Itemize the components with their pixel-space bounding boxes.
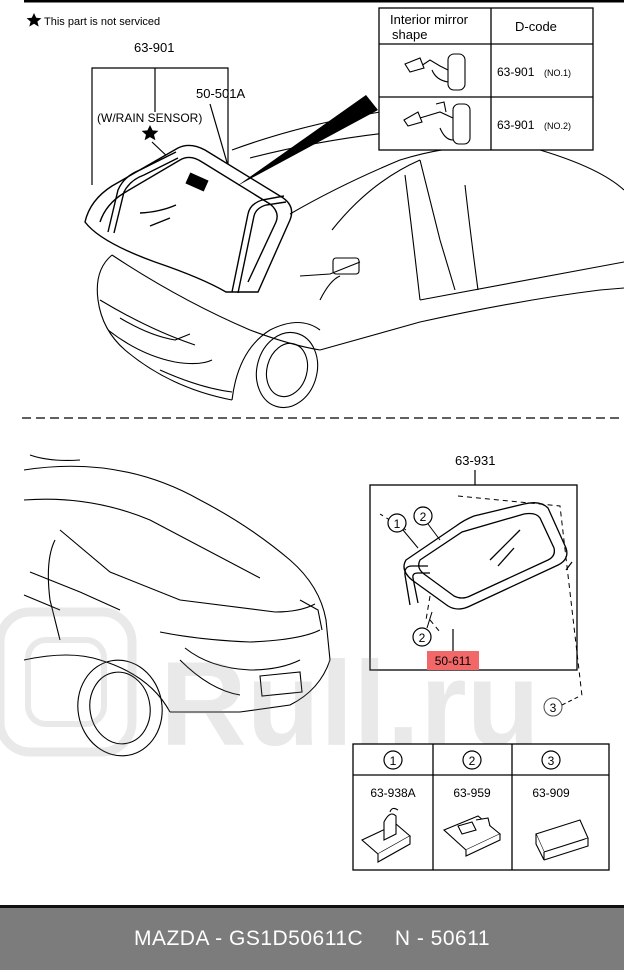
rain-sensor-label: (W/RAIN SENSOR) — [97, 111, 202, 125]
callout-1[interactable]: 1 — [387, 513, 407, 533]
part-highlighted-label[interactable]: 50-611 — [435, 654, 472, 668]
part-windshield-label[interactable]: 63-901 — [134, 40, 174, 55]
footer-bar: MAZDA - GS1D50611C N - 50611 — [0, 905, 624, 970]
table-header-dcode: D-code — [515, 19, 557, 34]
rain-sensor-star-icon — [141, 125, 159, 141]
highlight-badge[interactable] — [427, 651, 479, 670]
svg-text:2: 2 — [419, 631, 426, 645]
mirror-1-drawing[interactable] — [404, 53, 466, 91]
callout-1-leader — [402, 529, 419, 549]
callout-2-bottom[interactable]: 2 — [412, 627, 432, 647]
table-header-shape-1: Interior mirror — [390, 12, 469, 27]
legend-2-code[interactable]: 63-959 — [453, 786, 491, 800]
legend-1-code[interactable]: 63-938A — [370, 786, 415, 800]
svg-text:1: 1 — [394, 517, 401, 531]
rear-clip-mark — [565, 561, 573, 571]
mirror-row-1-code[interactable]: 63-901 — [497, 65, 535, 79]
star-icon — [26, 13, 42, 27]
rear-molding[interactable] — [404, 565, 430, 606]
legend-3-code[interactable]: 63-909 — [532, 786, 570, 800]
callout-2-top[interactable]: 2 — [413, 506, 433, 526]
notice: This part is not serviced — [26, 13, 160, 28]
clip-2-drawing[interactable] — [442, 815, 502, 857]
notice-text: This part is not serviced — [44, 16, 160, 28]
mirror-2-drawing[interactable] — [403, 101, 471, 145]
callout-3-leader — [561, 695, 581, 706]
mirror-row-2-variant: (NO.2) — [544, 121, 571, 131]
rear-car-outline — [23, 454, 331, 757]
legend-table: 1 2 3 63-938A 63-959 63-909 — [352, 743, 610, 871]
callout-2-bottom-leader — [426, 611, 433, 629]
rain-sensor-unit[interactable] — [185, 172, 209, 192]
clip-3-drawing[interactable] — [535, 819, 589, 861]
svg-text:2: 2 — [420, 510, 427, 524]
windshield-glass[interactable] — [84, 144, 293, 293]
legend-3-num: 3 — [548, 754, 555, 768]
clip-1-drawing[interactable] — [361, 807, 411, 863]
legend-1-num: 1 — [390, 754, 397, 768]
molding-strip[interactable] — [107, 151, 287, 294]
part-molding-label[interactable]: 50-501A — [196, 86, 245, 101]
callout-3[interactable]: 3 — [543, 697, 563, 717]
rear-dashed-guides — [379, 495, 583, 697]
mirror-table: Interior mirror shape D-code 63-901 (NO.… — [378, 7, 594, 151]
callout-2-top-leader — [427, 523, 441, 541]
footer-text: MAZDA - GS1D50611C N - 50611 — [133, 927, 491, 950]
part-rear-glass-label[interactable]: 63-931 — [455, 453, 495, 468]
svg-text:3: 3 — [550, 701, 557, 715]
mirror-row-1-variant: (NO.1) — [544, 68, 571, 78]
pointer-wedge — [237, 95, 378, 186]
parts-diagram: This part is not serviced 63-901 50-501A… — [0, 0, 624, 871]
table-header-shape-2: shape — [392, 27, 427, 42]
mirror-row-2-code[interactable]: 63-901 — [497, 118, 535, 132]
legend-2-num: 2 — [469, 754, 476, 768]
